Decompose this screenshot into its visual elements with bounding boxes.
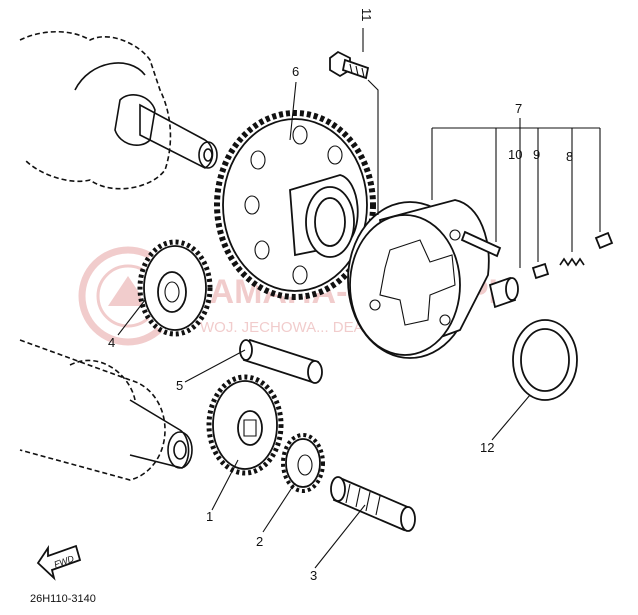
label-part-9: 9 (533, 147, 540, 162)
label-part-6: 6 (292, 64, 299, 79)
drawing-code: 26H110-3140 (30, 593, 96, 605)
label-part-3: 3 (310, 568, 317, 583)
label-part-4: 4 (108, 335, 115, 350)
label-part-11: 11 (359, 8, 374, 22)
part-4-idler-gear (137, 239, 213, 337)
part-5-shaft (239, 338, 323, 384)
part-8-spring-cap (559, 231, 614, 267)
part-10-roller (488, 276, 519, 309)
label-part-10: 10 (508, 147, 522, 162)
balancer-shaft (19, 339, 193, 481)
label-part-7: 7 (515, 101, 522, 116)
part-7-starter-clutch (347, 199, 490, 359)
part-3-splined-shaft (330, 476, 416, 532)
label-part-1: 1 (206, 509, 213, 524)
label-part-12: 12 (480, 440, 494, 455)
forward-arrow: FWD (36, 544, 82, 581)
part-12-washer (512, 319, 578, 401)
crankshaft (19, 30, 218, 190)
part-11-bolt (329, 50, 370, 80)
label-part-2: 2 (256, 534, 263, 549)
part-2-small-gear (281, 433, 325, 493)
pin (460, 230, 502, 258)
part-9-plunger (531, 262, 550, 280)
leader-lines (117, 28, 601, 569)
part-6-wheel-gear (214, 110, 376, 300)
label-part-8: 8 (566, 149, 573, 164)
part-1-gear (206, 374, 284, 476)
label-part-5: 5 (176, 378, 183, 393)
